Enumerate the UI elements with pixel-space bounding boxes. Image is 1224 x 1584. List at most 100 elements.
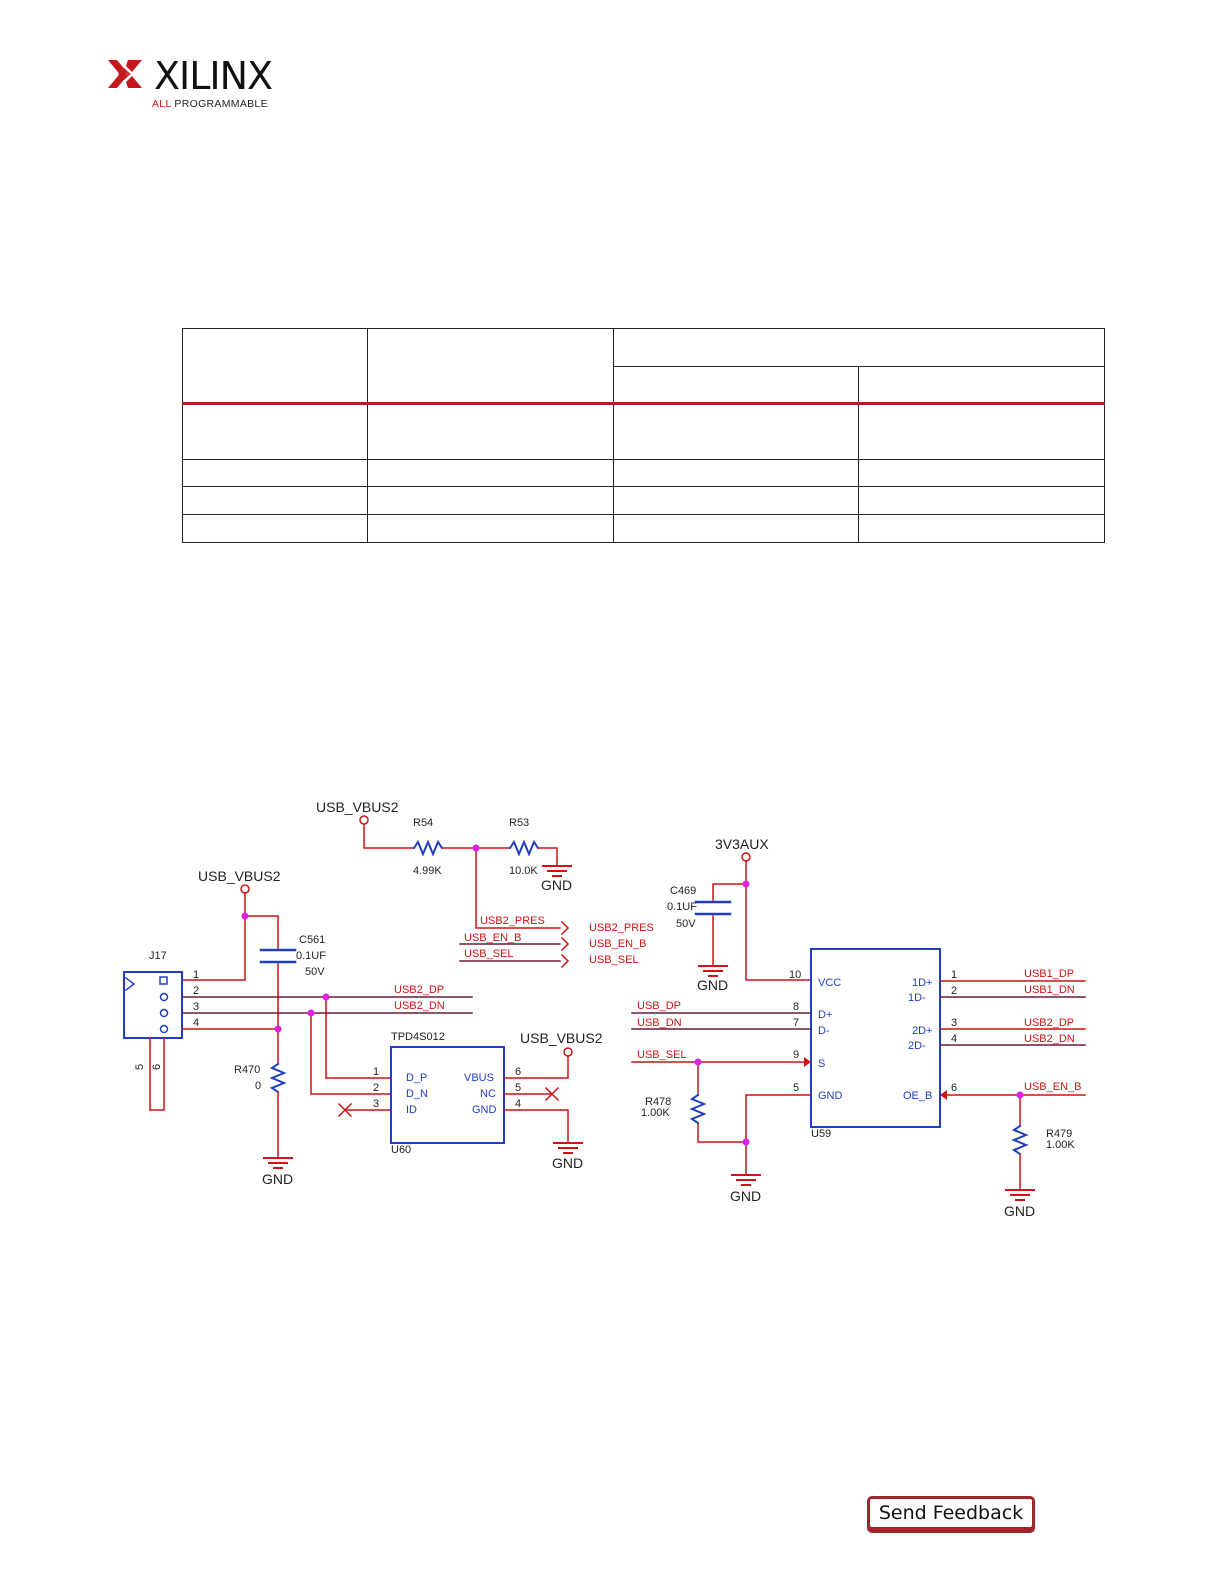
label-tpd4s012: TPD4S012 xyxy=(391,1031,445,1043)
pin-num: 6 xyxy=(951,1082,957,1094)
pin-vbus: VBUS xyxy=(464,1072,494,1084)
net-usb2-pres: USB2_PRES xyxy=(480,915,545,927)
r470-gnd-symbol xyxy=(263,1157,293,1169)
net-usb-dn: USB_DN xyxy=(637,1017,682,1029)
pin-num: 10 xyxy=(789,969,801,981)
pin-nc: NC xyxy=(480,1088,496,1100)
pin-d-n: D_N xyxy=(406,1088,428,1100)
pin-num: 9 xyxy=(793,1049,799,1061)
label-c469-ref: C469 xyxy=(670,885,696,897)
no-connect-icon xyxy=(337,1102,353,1118)
r478-resistor xyxy=(689,1093,707,1125)
pin-num: 2 xyxy=(951,985,957,997)
label-r53-val: 10.0K xyxy=(509,865,538,877)
label-gnd: GND xyxy=(552,1155,583,1171)
pin-num: 5 xyxy=(793,1082,799,1094)
pin-num: 7 xyxy=(793,1017,799,1029)
pin-num: 4 xyxy=(515,1098,521,1110)
table-row xyxy=(182,514,1105,543)
net-usb2-dp: USB2_DP xyxy=(394,984,444,996)
net-usb1-dn: USB1_DN xyxy=(1024,984,1075,996)
r479-gnd-symbol xyxy=(1005,1189,1035,1201)
logo-tagline: ALL PROGRAMMABLE xyxy=(152,98,268,110)
pin-1dm: 1D- xyxy=(908,992,926,1004)
label-r54-val: 4.99K xyxy=(413,865,442,877)
3v3aux-port xyxy=(741,852,751,862)
pin-num: 3 xyxy=(951,1017,957,1029)
logo-tag-all: ALL xyxy=(152,98,172,110)
table-row xyxy=(182,403,1105,460)
label-r54-ref: R54 xyxy=(413,817,433,829)
pin-num: 6 xyxy=(515,1066,521,1078)
offpage-connector-icon xyxy=(560,953,570,969)
net-usb-sel: USB_SEL xyxy=(464,948,514,960)
pin-num: 1 xyxy=(193,969,199,981)
pin-num: 3 xyxy=(373,1098,379,1110)
pin-2dm: 2D- xyxy=(908,1040,926,1052)
net-usb2-dn: USB2_DN xyxy=(394,1000,445,1012)
label-c561-val: 0.1UF xyxy=(296,950,326,962)
table-header-cell xyxy=(613,328,1105,367)
label-r478-val: 1.00K xyxy=(641,1107,670,1119)
pin-num: 2 xyxy=(373,1082,379,1094)
net-usb-sel-u59: USB_SEL xyxy=(637,1049,687,1061)
usb-vbus2-port-left xyxy=(240,884,250,894)
offpage-connector-icon xyxy=(560,936,570,952)
pin-dplus: D+ xyxy=(818,1009,832,1021)
label-gnd: GND xyxy=(1004,1203,1035,1219)
label-gnd: GND xyxy=(730,1188,761,1204)
pin-num: 1 xyxy=(373,1066,379,1078)
label-gnd: GND xyxy=(541,877,572,893)
label-r478-ref: R478 xyxy=(645,1096,671,1108)
label-u59-ref: U59 xyxy=(811,1128,831,1140)
pin-num: 6 xyxy=(151,1064,163,1070)
r470-resistor xyxy=(269,1062,287,1094)
logo-wordmark: XILINX xyxy=(154,54,273,98)
label-usb-vbus2: USB_VBUS2 xyxy=(520,1030,603,1046)
net-usb1-dp: USB1_DP xyxy=(1024,968,1074,980)
label-usb-vbus2: USB_VBUS2 xyxy=(198,868,281,884)
label-gnd: GND xyxy=(262,1171,293,1187)
net-usb2-dn-u59: USB2_DN xyxy=(1024,1033,1075,1045)
label-r479-ref: R479 xyxy=(1046,1128,1072,1140)
label-gnd: GND xyxy=(697,977,728,993)
label-usb-vbus2: USB_VBUS2 xyxy=(316,799,399,815)
label-c469-val: 0.1UF xyxy=(667,901,697,913)
label-r470-ref: R470 xyxy=(234,1064,260,1076)
pin-num: 5 xyxy=(134,1064,146,1070)
u60-gnd-symbol xyxy=(553,1142,583,1154)
signal-table xyxy=(182,328,1105,543)
pin-num: 8 xyxy=(793,1001,799,1013)
r479-resistor xyxy=(1011,1124,1029,1156)
usb-vbus2-port-right xyxy=(563,1047,573,1057)
pin-num: 2 xyxy=(193,985,199,997)
label-r53-ref: R53 xyxy=(509,817,529,829)
no-connect-icon xyxy=(544,1086,560,1102)
net-usb2-dp-u59: USB2_DP xyxy=(1024,1017,1074,1029)
xilinx-x-icon xyxy=(108,60,142,88)
label-c561-volt: 50V xyxy=(305,966,325,978)
r53-gnd-symbol xyxy=(542,865,572,877)
pin-vcc: VCC xyxy=(818,977,841,989)
label-j17-ref: J17 xyxy=(149,950,167,962)
pin-s: S xyxy=(818,1058,825,1070)
pin-num: 4 xyxy=(193,1017,199,1029)
label-r479-val: 1.00K xyxy=(1046,1139,1075,1151)
table-header-cell xyxy=(182,328,368,405)
label-c469-volt: 50V xyxy=(676,918,696,930)
pin-gnd: GND xyxy=(472,1104,497,1116)
pin-num: 4 xyxy=(951,1033,957,1045)
pin-1dp: 1D+ xyxy=(912,977,933,989)
u60-tpd4s012-body xyxy=(390,1046,505,1144)
logo-tag-rest: PROGRAMMABLE xyxy=(171,98,268,110)
net-usb-en-b: USB_EN_B xyxy=(464,932,521,944)
table-subheader-cell xyxy=(613,366,859,405)
table-row xyxy=(182,458,1105,488)
pin-2dp: 2D+ xyxy=(912,1025,933,1037)
send-feedback-button[interactable]: Send Feedback xyxy=(867,1496,1035,1530)
offpage-usb2-pres: USB2_PRES xyxy=(589,922,654,934)
table-row xyxy=(182,486,1105,516)
u59-switch-body xyxy=(810,948,941,1128)
offpage-usb-sel: USB_SEL xyxy=(589,954,639,966)
pin-gnd-u59: GND xyxy=(818,1090,843,1102)
